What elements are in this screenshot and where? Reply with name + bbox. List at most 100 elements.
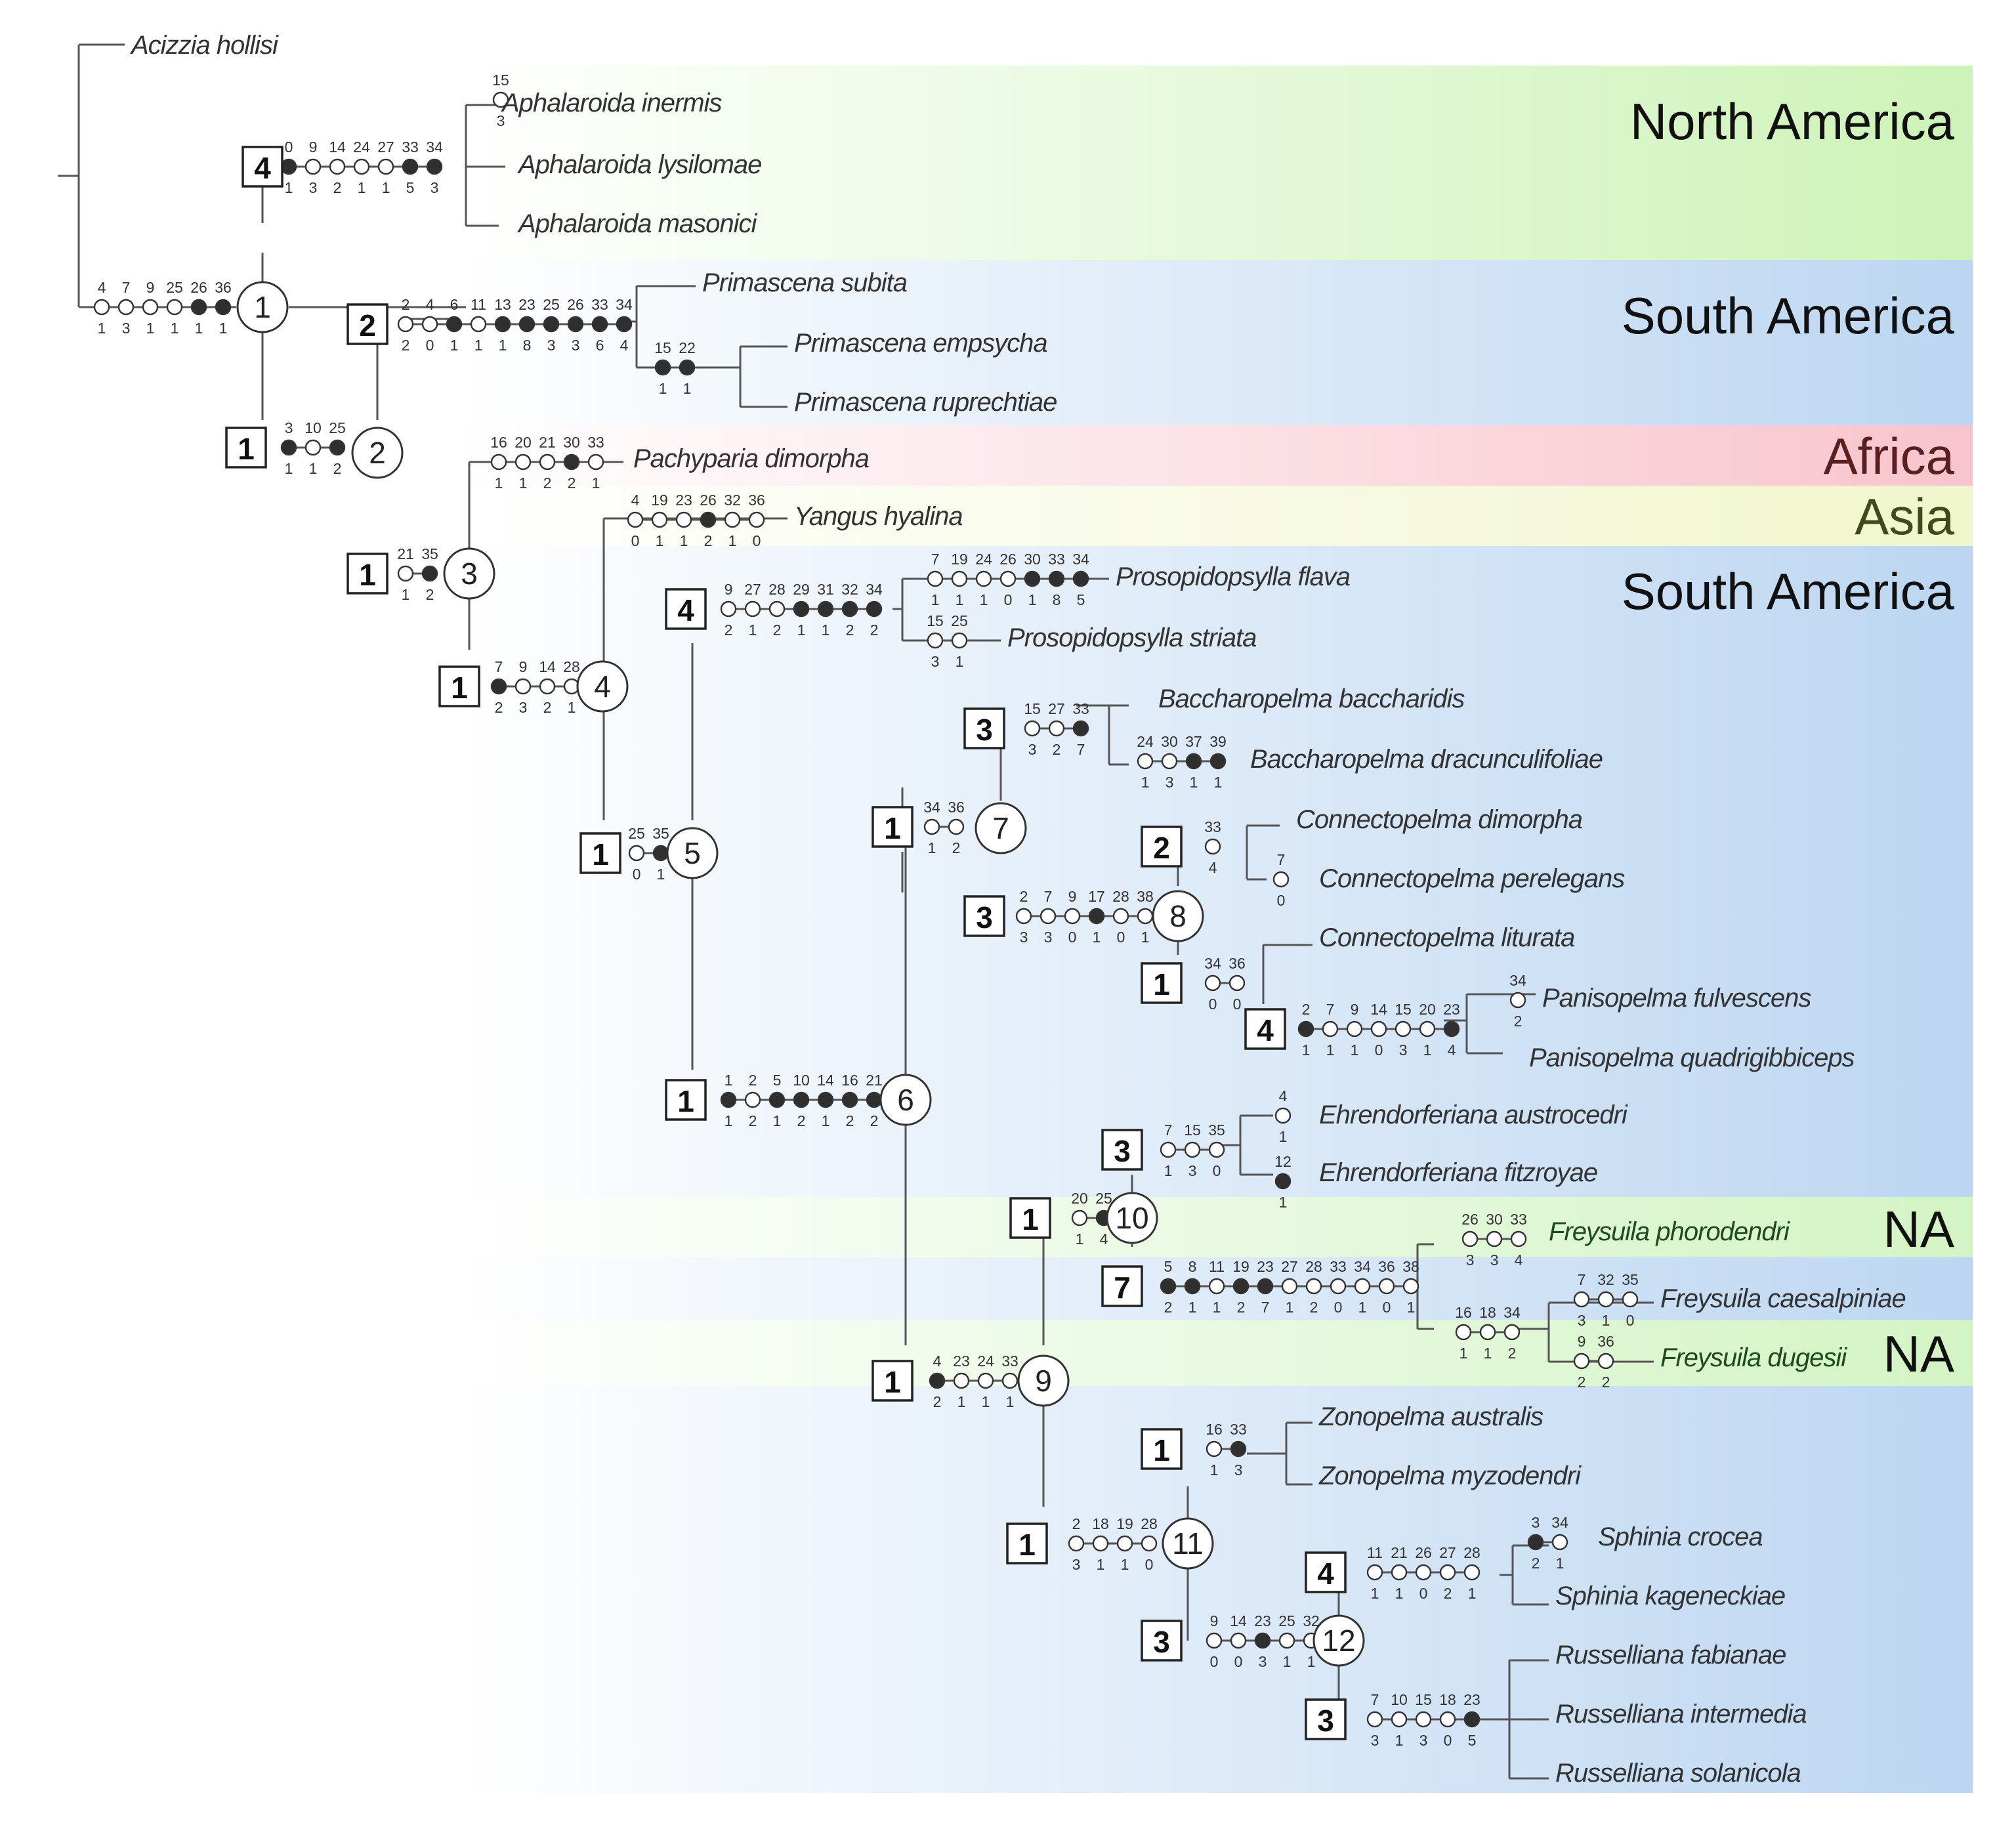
char-marker-22-6 (1443, 1020, 1460, 1038)
char-number-29-5: 27 (1281, 1258, 1298, 1275)
node-circle-10 (1106, 1192, 1158, 1244)
support-value-14: 3 (1114, 1134, 1131, 1168)
char-number-10-0: 15 (927, 612, 944, 629)
char-number-11-5: 32 (841, 581, 858, 598)
char-state-29-2: 1 (1213, 1299, 1221, 1316)
char-state-0-0: 1 (285, 179, 293, 196)
char-marker-5-2 (329, 439, 346, 456)
char-marker-3-1 (421, 316, 438, 333)
char-state-7-4: 1 (728, 532, 737, 549)
char-number-12-3: 28 (563, 658, 580, 675)
char-marker-0-0 (280, 158, 297, 175)
char-number-12-1: 9 (519, 658, 528, 675)
char-number-35-1: 34 (1551, 1514, 1568, 1531)
char-marker-22-5 (1419, 1020, 1436, 1038)
char-marker-20-0 (1204, 975, 1221, 992)
char-number-2-5: 36 (215, 279, 232, 296)
char-state-36-3: 2 (1444, 1585, 1452, 1602)
char-number-25-0: 4 (1279, 1087, 1288, 1104)
char-state-37-1: 1 (1097, 1556, 1105, 1573)
char-state-19-4: 0 (1117, 929, 1125, 946)
char-state-30-0: 3 (1578, 1312, 1586, 1329)
node-circle-6 (879, 1074, 932, 1126)
char-state-29-9: 0 (1383, 1299, 1391, 1316)
char-number-0-2: 14 (329, 138, 346, 156)
region-label-na-2: NA (1883, 1325, 1954, 1383)
support-box-0 (242, 146, 284, 188)
support-box-2 (225, 427, 267, 469)
char-state-14-2: 1 (1190, 774, 1198, 791)
char-marker-9-0 (927, 570, 944, 587)
char-marker-30-1 (1597, 1291, 1614, 1308)
char-state-12-2: 2 (543, 699, 552, 716)
char-state-36-1: 1 (1395, 1585, 1404, 1602)
char-marker-18-0 (1272, 871, 1290, 888)
char-number-16-1: 35 (652, 825, 669, 842)
char-number-37-0: 2 (1072, 1515, 1081, 1532)
char-number-3-2: 6 (450, 296, 459, 313)
char-number-33-2: 24 (977, 1353, 994, 1370)
node-circle-8 (1152, 890, 1204, 942)
char-state-14-0: 1 (1141, 774, 1150, 791)
taxon-label-9: Prosopidopsylla flava (1116, 562, 1350, 591)
char-number-18-0: 7 (1277, 851, 1286, 868)
taxon-label-8: Yangus hyalina (794, 502, 963, 531)
taxon-label-1: Aphalaroida inermis (501, 89, 723, 117)
char-state-38-2: 3 (1259, 1653, 1267, 1670)
char-state-7-3: 2 (704, 532, 713, 549)
taxon-label-12: Baccharopelma dracunculifoliae (1250, 745, 1603, 774)
char-marker-23-3 (793, 1091, 810, 1108)
char-state-31-1: 1 (1484, 1345, 1492, 1362)
char-state-37-3: 0 (1145, 1556, 1154, 1573)
char-number-24-2: 35 (1208, 1122, 1225, 1139)
char-number-7-2: 23 (675, 492, 692, 509)
char-marker-32-1 (1597, 1353, 1614, 1370)
char-state-34-1: 3 (1234, 1461, 1243, 1479)
char-number-35-0: 3 (1532, 1514, 1540, 1531)
char-number-4-1: 22 (679, 339, 696, 356)
char-state-19-0: 3 (1020, 929, 1028, 946)
char-state-2-3: 1 (171, 320, 179, 337)
char-number-3-4: 13 (494, 296, 511, 313)
char-number-37-2: 19 (1116, 1515, 1133, 1532)
char-number-15-0: 34 (923, 799, 940, 816)
char-marker-14-3 (1209, 753, 1227, 770)
char-state-0-3: 1 (358, 179, 366, 196)
taxon-label-22: Freysuila dugesii (1660, 1343, 1847, 1372)
char-state-9-0: 1 (931, 591, 940, 608)
char-state-15-0: 1 (928, 839, 936, 856)
char-number-31-2: 34 (1503, 1304, 1521, 1321)
char-state-29-1: 1 (1188, 1299, 1197, 1316)
char-state-6-4: 1 (592, 474, 600, 492)
taxon-label-10: Prosopidopsylla striata (1007, 623, 1256, 652)
support-box-15 (1009, 1197, 1051, 1239)
char-number-3-9: 34 (616, 296, 633, 313)
char-state-7-2: 1 (680, 532, 688, 549)
support-box-19 (1141, 1428, 1183, 1470)
taxon-label-25: Sphinia crocea (1598, 1522, 1763, 1551)
node-circle-11 (1162, 1517, 1214, 1570)
support-value-11: 1 (1153, 967, 1170, 1001)
char-number-23-6: 21 (866, 1072, 883, 1089)
char-state-22-1: 1 (1326, 1041, 1335, 1059)
char-number-2-4: 26 (190, 279, 207, 296)
char-number-10-1: 25 (951, 612, 968, 629)
char-number-22-0: 2 (1302, 1001, 1311, 1018)
char-number-24-1: 15 (1184, 1122, 1201, 1139)
char-marker-16-1 (652, 845, 669, 862)
char-state-14-3: 1 (1214, 774, 1223, 791)
char-marker-36-2 (1415, 1564, 1432, 1581)
char-marker-12-0 (490, 678, 507, 695)
char-number-28-2: 33 (1510, 1211, 1527, 1228)
char-state-3-0: 2 (402, 337, 410, 354)
region-band-north-america (454, 66, 1973, 260)
char-number-14-1: 30 (1161, 733, 1178, 750)
support-value-7: 3 (976, 713, 993, 747)
char-number-6-2: 21 (539, 434, 556, 451)
char-state-28-2: 4 (1515, 1251, 1523, 1269)
char-number-3-6: 25 (543, 296, 560, 313)
